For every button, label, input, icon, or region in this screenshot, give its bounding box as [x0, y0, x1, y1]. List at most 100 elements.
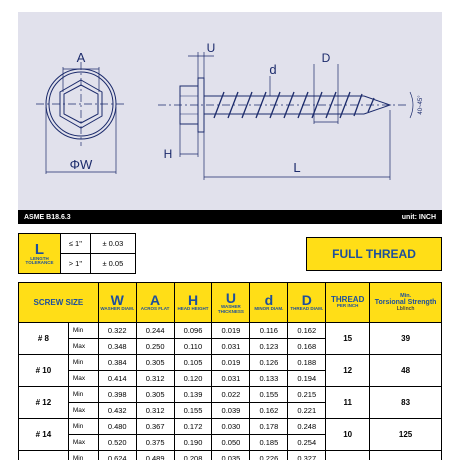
value-cell: 0.322 [97, 322, 137, 339]
value-cell: 0.178 [249, 418, 289, 435]
label-d-minor: d [269, 62, 276, 77]
row-kind-label: Min [67, 386, 99, 403]
value-cell: 0.248 [287, 418, 327, 435]
row-kind-label: Max [67, 402, 99, 419]
value-cell: 0.188 [287, 354, 327, 371]
value-cell: 0.126 [249, 354, 289, 371]
value-cell: 0.133 [249, 370, 289, 387]
value-cell: 0.375 [135, 434, 175, 451]
value-cell: 0.035 [211, 450, 251, 460]
value-cell: 0.414 [97, 370, 137, 387]
value-cell: 0.254 [287, 434, 327, 451]
value-cell: 0.432 [97, 402, 137, 419]
value-cell: 0.226 [249, 450, 289, 460]
length-tolerance-header: L LENGTH TOLERANCE [18, 233, 61, 274]
value-cell: 0.194 [287, 370, 327, 387]
value-cell: 0.489 [135, 450, 175, 460]
torsional-strength-cell: 83 [369, 386, 442, 419]
value-cell: 0.244 [135, 322, 175, 339]
value-cell: 0.050 [211, 434, 251, 451]
torsional-strength-cell: 250 [369, 450, 442, 460]
head-top-view [36, 62, 126, 174]
row-kind-label: Max [67, 370, 99, 387]
unit-label: unit: INCH [401, 213, 436, 221]
value-cell: 0.312 [135, 370, 175, 387]
screw-size-cell: # 20 [18, 450, 69, 460]
label-l: L [293, 160, 300, 175]
label-a: A [77, 50, 86, 65]
value-cell: 0.155 [173, 402, 213, 419]
tolerance-condition: > 1" [60, 253, 91, 274]
table-row: # 20Min0.6240.4890.2080.0350.2260.327925… [18, 450, 442, 460]
value-cell: 0.384 [97, 354, 137, 371]
row-kind-label: Max [67, 434, 99, 451]
row-kind-label: Min [67, 418, 99, 435]
screw-size-cell: # 12 [18, 386, 69, 419]
value-cell: 0.019 [211, 354, 251, 371]
label-d-major: D [322, 51, 331, 65]
value-cell: 0.215 [287, 386, 327, 403]
thread-per-inch-cell: 12 [325, 354, 371, 387]
value-cell: 0.480 [97, 418, 137, 435]
label-w: ΦW [70, 157, 93, 172]
thread-per-inch-cell: 10 [325, 418, 371, 451]
value-cell: 0.019 [211, 322, 251, 339]
tolerance-condition: ≤ 1" [60, 233, 91, 254]
value-cell: 0.031 [211, 370, 251, 387]
thread-per-inch-cell: 11 [325, 386, 371, 419]
value-cell: 0.185 [249, 434, 289, 451]
row-kind-label: Min [67, 322, 99, 339]
value-cell: 0.327 [287, 450, 327, 460]
tip-angle-arc [409, 91, 414, 119]
tolerance-value: ± 0.03 [89, 233, 137, 254]
value-cell: 0.221 [287, 402, 327, 419]
tolerance-row: > 1" ± 0.05 [19, 253, 137, 274]
value-cell: 0.624 [97, 450, 137, 460]
torsional-strength-cell: 125 [369, 418, 442, 451]
screw-size-header: SCREW SIZE [18, 282, 99, 323]
screw-side-view [158, 52, 414, 180]
value-cell: 0.250 [135, 338, 175, 355]
value-cell: 0.039 [211, 402, 251, 419]
thread-per-inch-cell: 15 [325, 322, 371, 355]
length-symbol: L [34, 240, 45, 258]
screw-size-cell: # 10 [18, 354, 69, 387]
value-cell: 0.116 [249, 322, 289, 339]
value-cell: 0.208 [173, 450, 213, 460]
standard-bar: ASME B18.6.3 unit: INCH [18, 210, 442, 224]
label-u: U [207, 41, 216, 55]
value-cell: 0.022 [211, 386, 251, 403]
length-tolerance-table: L LENGTH TOLERANCE ≤ 1" ± 0.03 > 1" ± 0.… [18, 233, 137, 274]
value-cell: 0.162 [287, 322, 327, 339]
technical-drawing: A ΦW [18, 12, 442, 210]
torsional-strength-cell: 48 [369, 354, 442, 387]
torsional-strength-cell: 39 [369, 322, 442, 355]
standard-label: ASME B18.6.3 [24, 213, 71, 221]
label-h: H [164, 147, 173, 161]
tolerance-row: L LENGTH TOLERANCE ≤ 1" ± 0.03 [18, 233, 137, 274]
value-cell: 0.398 [97, 386, 137, 403]
full-thread-banner: FULL THREAD [306, 237, 442, 271]
tolerance-value: ± 0.05 [89, 253, 137, 274]
value-cell: 0.030 [211, 418, 251, 435]
screw-drawing-svg: A ΦW [18, 12, 442, 210]
value-cell: 0.190 [173, 434, 213, 451]
value-cell: 0.367 [135, 418, 175, 435]
value-cell: 0.172 [173, 418, 213, 435]
value-cell: 0.520 [97, 434, 137, 451]
screw-size-cell: # 8 [18, 322, 69, 355]
